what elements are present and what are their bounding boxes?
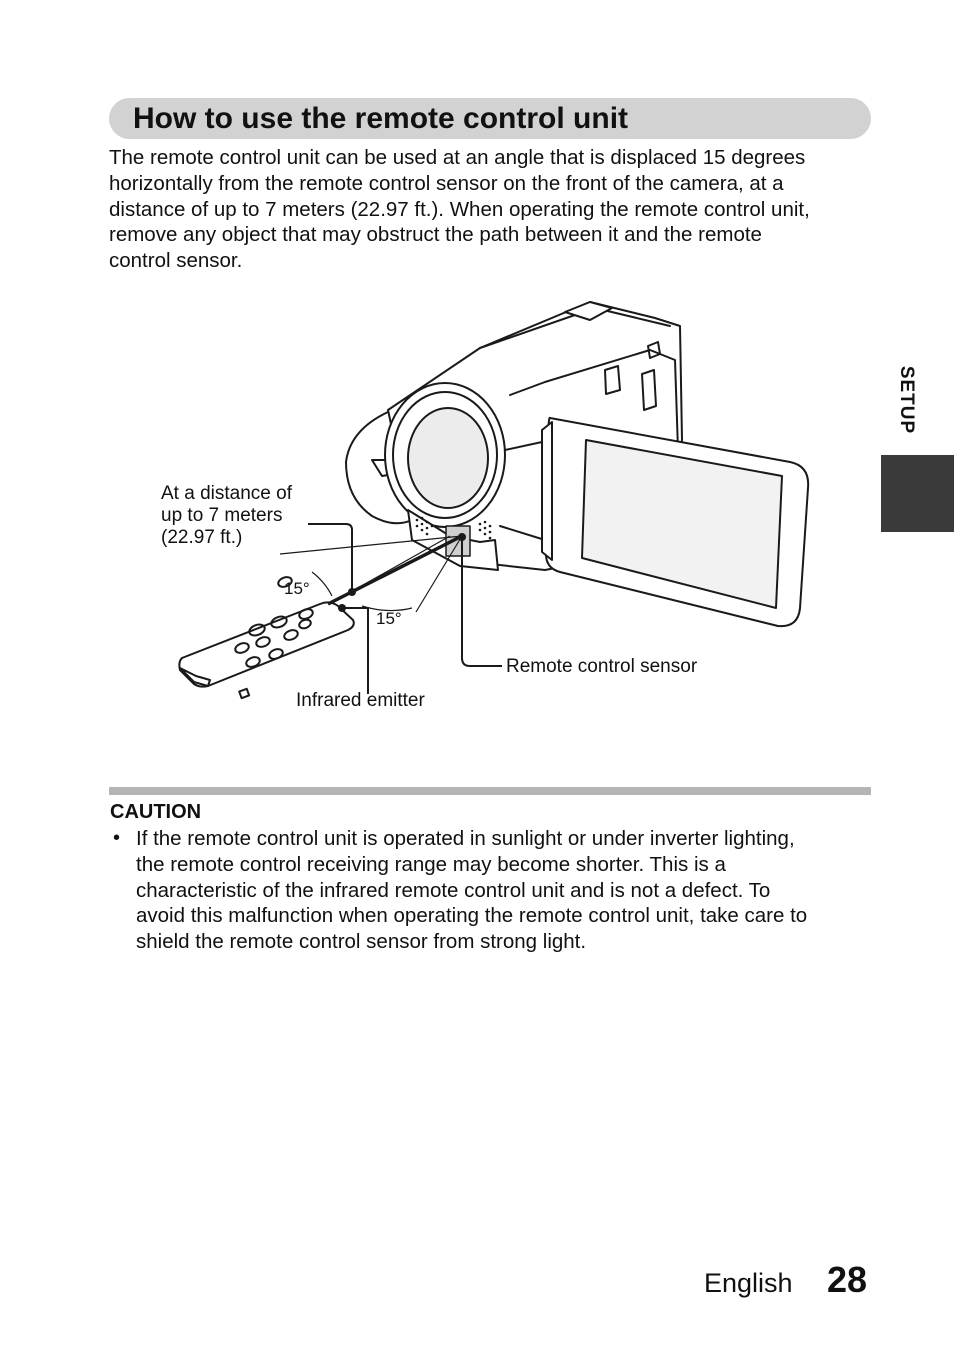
footer-language: English: [704, 1268, 793, 1298]
intro-line: control sensor.: [109, 249, 243, 273]
caution-line: characteristic of the infrared remote co…: [136, 878, 771, 902]
lcd-panel: [541, 416, 810, 628]
section-title: How to use the remote control unit: [133, 102, 629, 135]
sensor-label: Remote control sensor: [506, 656, 698, 677]
caution-title: CAUTION: [110, 801, 202, 823]
bullet-icon: •: [113, 827, 121, 849]
caution-rule: [109, 787, 871, 795]
intro-line: distance of up to 7 meters (22.97 ft.). …: [109, 197, 810, 221]
camera-remote-illustration: [178, 301, 810, 700]
caution-line: shield the remote control sensor from st…: [136, 930, 587, 954]
intro-line: remove any object that may obstruct the …: [109, 223, 762, 247]
angle-right-label: 15°: [376, 609, 402, 628]
distance-callout: At a distance of up to 7 meters (22.97 f…: [161, 483, 292, 549]
section-header: How to use the remote control unit: [109, 98, 871, 139]
distance-line: At a distance of: [161, 483, 292, 504]
caution-text: If the remote control unit is operated i…: [136, 826, 881, 955]
side-tab-label: SETUP: [896, 365, 917, 435]
distance-line: (22.97 ft.): [161, 527, 243, 548]
angle-left-label: 15°: [284, 579, 310, 598]
caution-line: the remote control receiving range may b…: [136, 852, 726, 876]
caution-line: avoid this malfunction when operating th…: [136, 904, 808, 928]
side-tab-block: [881, 455, 954, 532]
beam-lines: [279, 523, 502, 694]
intro-line: horizontally from the remote control sen…: [109, 171, 784, 195]
callout-dots: [338, 533, 466, 612]
intro-paragraph: The remote control unit can be used at a…: [109, 145, 879, 274]
page-number: 28: [827, 1259, 868, 1300]
distance-line: up to 7 meters: [161, 505, 283, 526]
intro-line: The remote control unit can be used at a…: [109, 146, 806, 169]
caution-line: If the remote control unit is operated i…: [136, 827, 795, 850]
remote-control: [178, 576, 355, 700]
camcorder-body: [345, 301, 683, 571]
remote-usage-figure: At a distance of up to 7 meters (22.97 f…: [150, 290, 830, 730]
emitter-label: Infrared emitter: [296, 690, 425, 711]
